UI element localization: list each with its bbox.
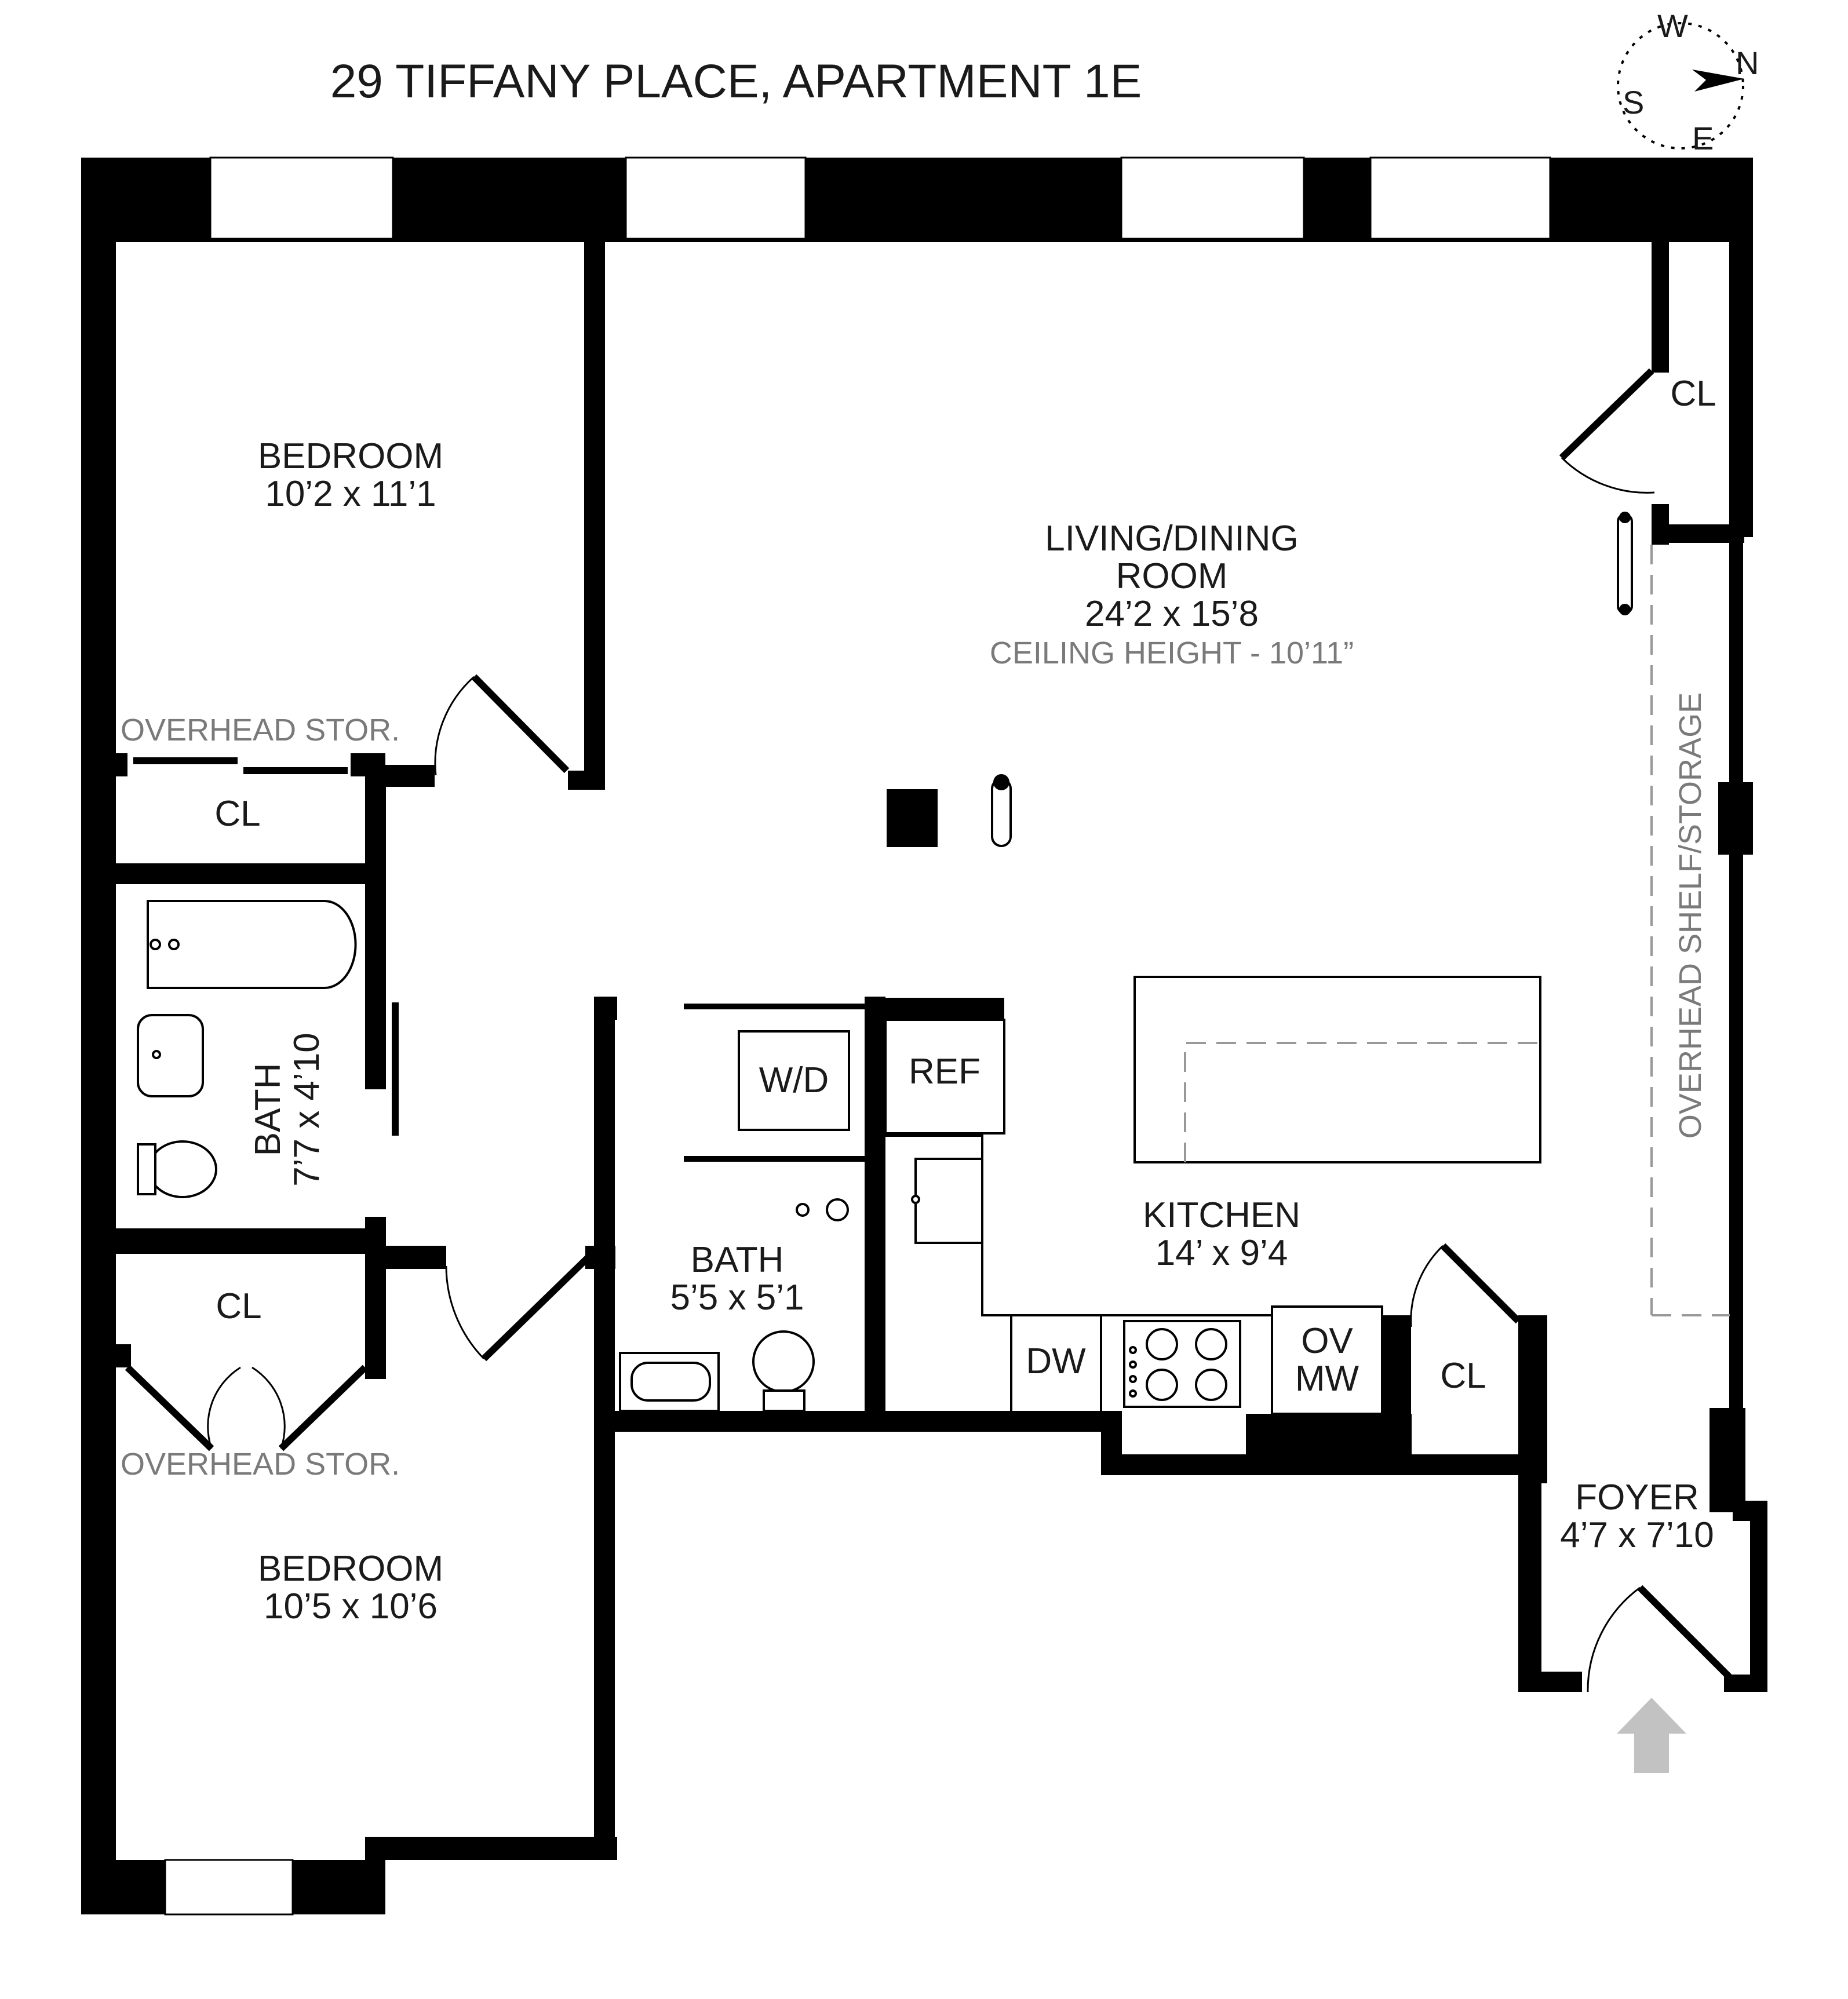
room-bedroom-top: BEDROOM 10’2 x 11’1 [258,436,443,514]
bath-center-dims: 5’5 x 5’1 [670,1278,804,1318]
compass-e: E [1692,120,1714,156]
pole [991,774,1012,847]
compass-n: N [1736,45,1759,81]
bath-center-name: BATH [691,1240,784,1280]
dishwasher-label: DW [1026,1341,1086,1381]
bathtub-left [147,900,357,989]
ceiling-height: CEILING HEIGHT - 10’11” [990,636,1354,670]
bath-left-name: BATH [248,1063,288,1157]
closet-label-right: CL [1670,374,1716,414]
compass-w: W [1657,8,1688,44]
doors [125,368,1733,1692]
overhead-outlines [1650,545,1730,1316]
microwave-label: MW [1295,1359,1359,1399]
toilet-center [752,1330,815,1412]
washer-dryer-label: W/D [759,1060,829,1100]
entry-arrow-icon [1617,1698,1686,1773]
room-foyer: FOYER 4’7 x 7’10 [1560,1478,1714,1555]
washer-dryer: W/D [738,1030,850,1131]
bedroom-bottom-dims: 10’5 x 10’6 [264,1586,438,1626]
kitchen-island [1133,976,1541,1163]
room-living: LIVING/DINING ROOM 24’2 x 15’8 CEILING H… [990,519,1354,670]
foyer-name: FOYER [1575,1478,1699,1518]
room-bedroom-bottom: BEDROOM 10’5 x 10’6 [258,1549,443,1626]
foyer-dims: 4’7 x 7’10 [1560,1515,1714,1555]
overhead-stor-top: OVERHEAD STOR. [121,713,400,747]
toilet-left [137,1140,217,1198]
bath-left-dims: 7’7 x 4’10 [287,1033,327,1186]
kitchen-name: KITCHEN [1143,1195,1300,1235]
compass-icon: N E S W [1617,8,1759,156]
living-name-1: LIVING/DINING [1045,519,1299,559]
refrigerator: REF [884,1019,1005,1135]
kitchen-dims: 14’ x 9’4 [1156,1233,1288,1273]
closet-label-kitchen: CL [1440,1356,1486,1396]
closet-label-top: CL [214,794,260,834]
plan-title: 29 TIFFANY PLACE, APARTMENT 1E [330,55,1142,108]
compass-s: S [1623,84,1644,121]
sink-left [137,1014,204,1097]
bathtub-center [619,1352,720,1412]
windows [164,156,1551,1916]
bedroom-top-dims: 10’2 x 11’1 [265,474,436,514]
oven-label: OV [1301,1321,1353,1361]
overhead-shelf-label: OVERHEAD SHELF/STORAGE [1673,692,1708,1139]
kitchen-counter [885,1135,1382,1411]
overhead-stor-bottom: OVERHEAD STOR. [121,1447,400,1482]
living-name-2: ROOM [1116,556,1228,596]
refrigerator-label: REF [909,1052,981,1092]
pole-right [1617,512,1633,615]
room-bath-center: BATH 5’5 x 5’1 [670,1240,804,1318]
living-dims: 24’2 x 15’8 [1085,594,1259,634]
shower-controls [796,1198,849,1221]
column [887,789,938,847]
oven-microwave: OV MW [1271,1305,1383,1415]
bedroom-top-name: BEDROOM [258,436,443,476]
room-bath-left: BATH 7’7 x 4’10 [248,1033,327,1186]
room-kitchen: KITCHEN 14’ x 9’4 [1143,1195,1300,1273]
closet-label-bottom: CL [216,1286,261,1326]
bedroom-bottom-name: BEDROOM [258,1549,443,1589]
stove [1123,1320,1241,1408]
